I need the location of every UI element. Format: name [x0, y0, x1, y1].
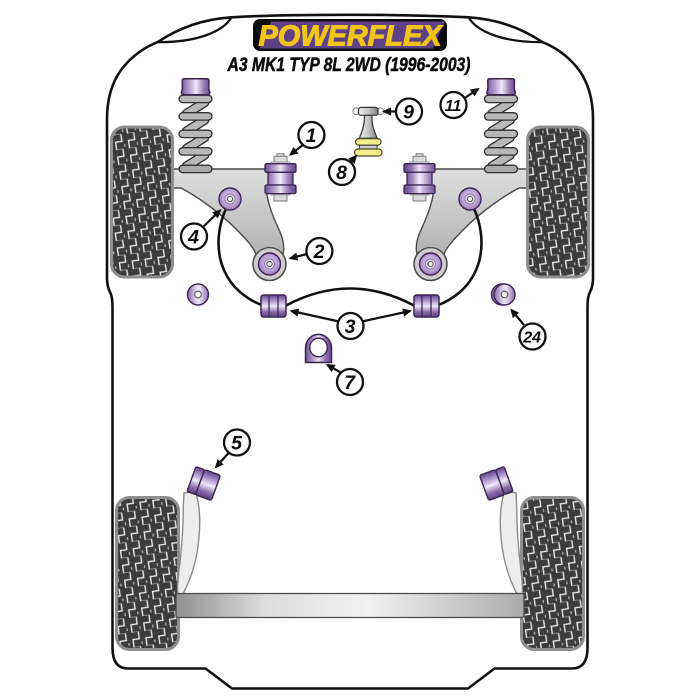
svg-text:3: 3: [345, 316, 356, 338]
svg-text:11: 11: [445, 98, 462, 115]
svg-text:2: 2: [313, 241, 325, 263]
svg-text:9: 9: [403, 101, 414, 123]
svg-text:7: 7: [344, 372, 356, 394]
svg-text:5: 5: [231, 432, 243, 454]
svg-text:A3 MK1 TYP 8L 2WD (1996-2003): A3 MK1 TYP 8L 2WD (1996-2003): [227, 54, 471, 76]
svg-text:24: 24: [522, 329, 541, 346]
svg-text:POWERFLEX: POWERFLEX: [259, 21, 444, 53]
svg-text:4: 4: [187, 226, 199, 248]
svg-text:8: 8: [336, 162, 347, 184]
svg-text:1: 1: [306, 125, 317, 147]
